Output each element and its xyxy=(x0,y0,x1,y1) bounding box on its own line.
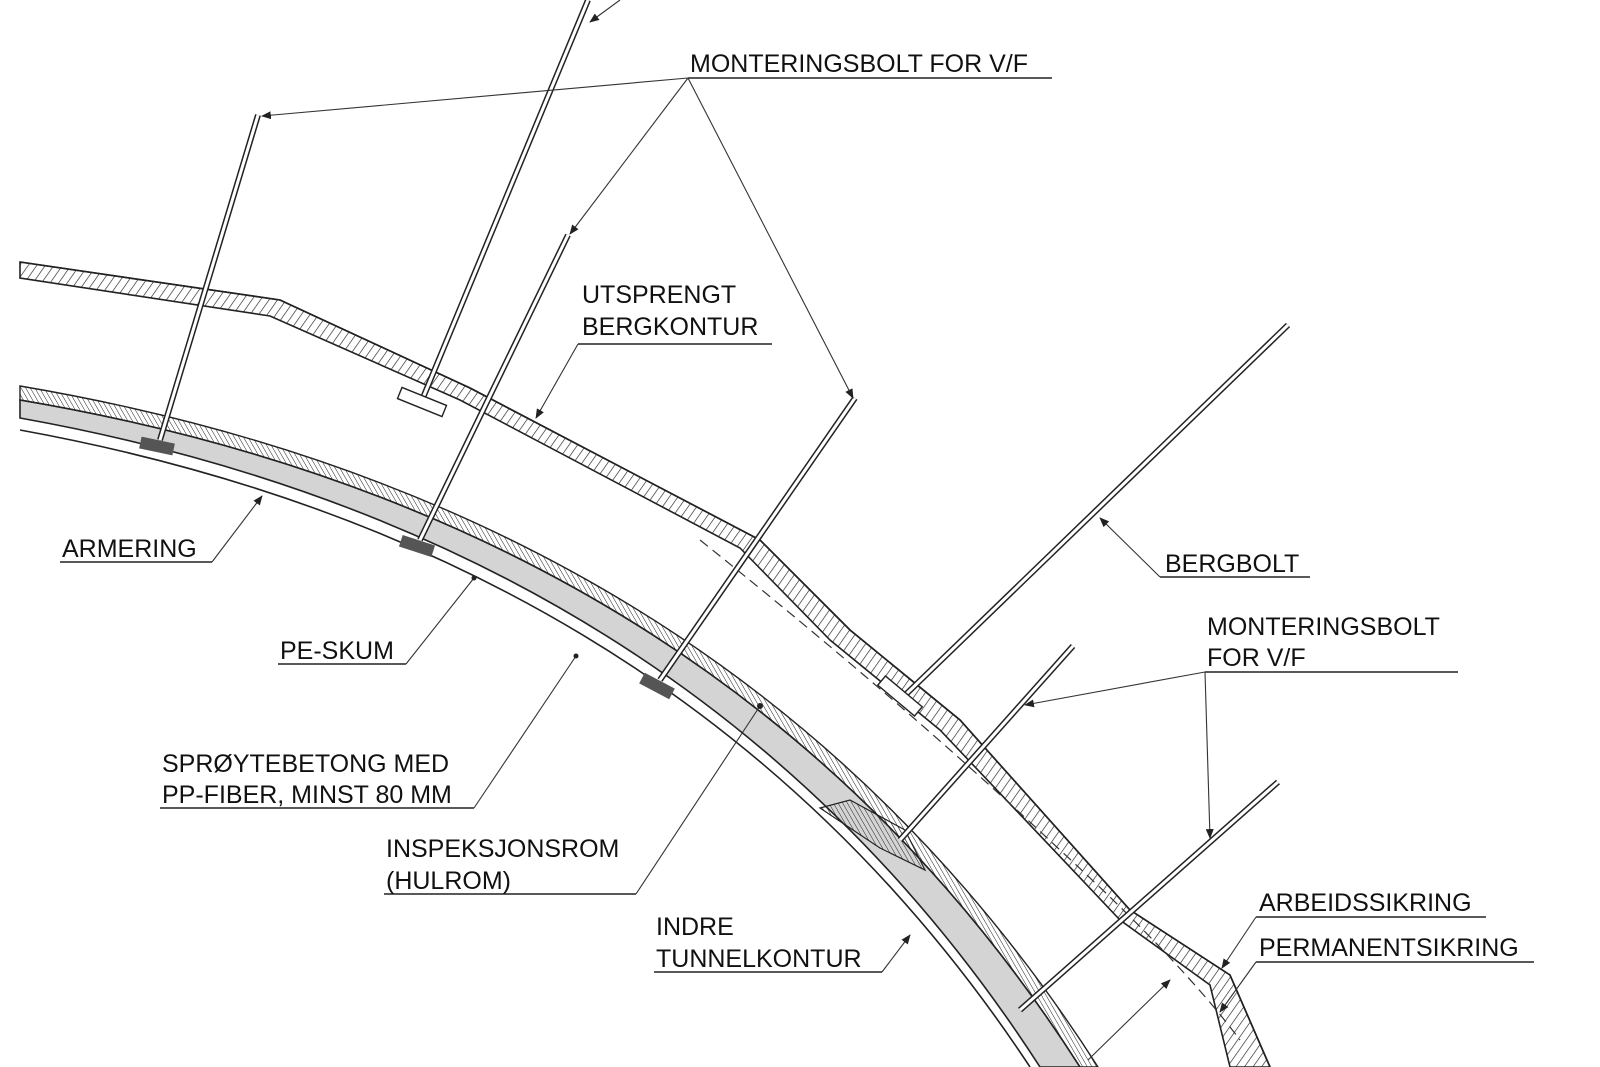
leader-lines xyxy=(60,0,1534,1061)
lining-bump xyxy=(818,799,927,872)
label-utsprengt-line2: BERGKONTUR xyxy=(582,313,758,341)
label-permanentsikring: PERMANENTSIKRING xyxy=(1259,934,1519,962)
mounting-bolt-5 xyxy=(1018,779,1280,1013)
label-inspeksjonsrom-line1: INSPEKSJONSROM xyxy=(386,835,619,863)
mounting-bolt-2 xyxy=(398,233,571,557)
inner-tunnel-contour-line xyxy=(19,429,1031,1067)
label-bergbolt: BERGBOLT xyxy=(1165,550,1299,578)
rock-dashed-contour xyxy=(699,539,1241,1041)
rock-contour xyxy=(19,261,1271,1067)
label-monteringsbolt-right-line2: FOR V/F xyxy=(1207,644,1306,672)
rock-bolt-1 xyxy=(396,0,591,418)
rock-outer-contour-line xyxy=(19,261,1271,1067)
label-indre-line2: TUNNELKONTUR xyxy=(656,945,862,973)
rock-sikring-band xyxy=(19,261,1271,1067)
mounting-bolt-4 xyxy=(897,644,1076,842)
label-pe-skum: PE-SKUM xyxy=(280,637,394,665)
inner-lining-hatched-band xyxy=(19,385,1099,1067)
rock-bolt-2 xyxy=(876,322,1291,718)
label-inspeksjonsrom-line2: (HULROM) xyxy=(386,867,511,895)
labels: MONTERINGSBOLT FOR V/F UTSPRENGT BERGKON… xyxy=(62,50,1519,973)
mounting-bolt-1 xyxy=(139,114,261,456)
label-indre-line1: INDRE xyxy=(656,913,734,941)
label-armering: ARMERING xyxy=(62,535,197,563)
inner-lining xyxy=(19,385,1099,1067)
label-sproytebetong-line2: PP-FIBER, MINST 80 MM xyxy=(162,781,452,809)
label-monteringsbolt-right-line1: MONTERINGSBOLT xyxy=(1207,613,1440,641)
label-utsprengt-line1: UTSPRENGT xyxy=(582,281,736,309)
label-monteringsbolt-top: MONTERINGSBOLT FOR V/F xyxy=(690,50,1028,78)
inner-lining-grey-band xyxy=(19,399,1081,1067)
bolts xyxy=(139,0,1291,1013)
mounting-bolt-3 xyxy=(639,396,858,700)
label-arbeidssikring: ARBEIDSSIKRING xyxy=(1259,889,1472,917)
label-sproytebetong-line1: SPRØYTEBETONG MED xyxy=(162,750,449,778)
